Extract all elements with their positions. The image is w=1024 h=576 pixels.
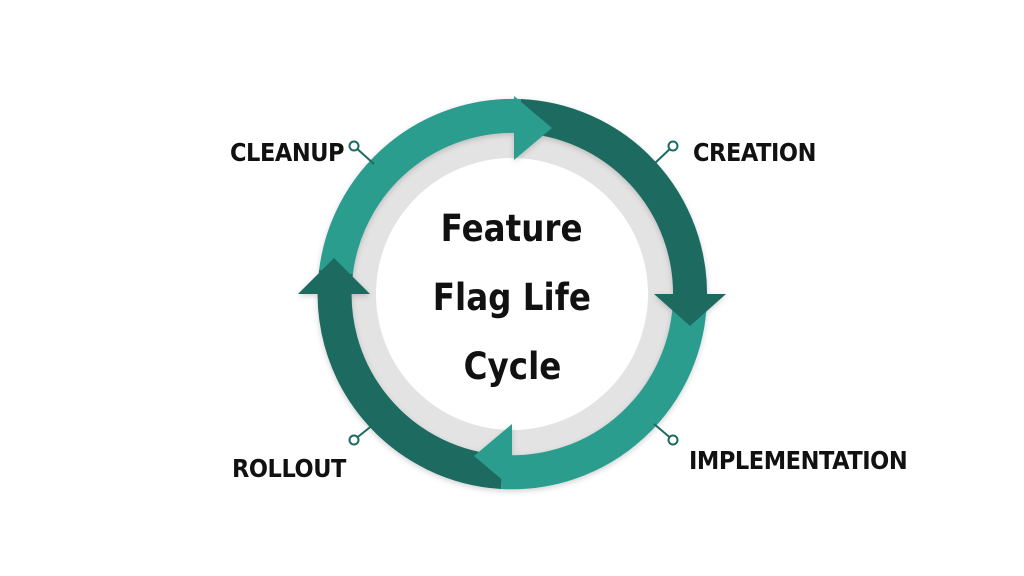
stage-label-implementation: IMPLEMENTATION <box>689 446 908 475</box>
arrowhead-bottom <box>474 424 512 488</box>
pin-cleanup <box>348 140 375 165</box>
stage-label-rollout: ROLLOUT <box>232 454 346 483</box>
center-title: Feature Flag Life Cycle <box>412 192 612 402</box>
arc-cleanup <box>319 98 521 275</box>
stage-label-creation: CREATION <box>693 138 816 167</box>
pin-rollout <box>348 423 375 446</box>
center-title-line-2: Flag Life <box>432 275 592 319</box>
arrowhead-right <box>654 294 726 326</box>
pin-implementation <box>653 423 679 446</box>
arrowhead-left <box>298 258 370 294</box>
center-disc <box>376 158 648 430</box>
center-title-line-3: Cycle <box>463 344 561 388</box>
center-title-line-1: Feature <box>441 206 583 250</box>
arc-creation <box>518 99 708 299</box>
arc-implementation <box>501 297 707 490</box>
arrowhead-top <box>514 96 552 160</box>
stage-label-cleanup: CLEANUP <box>230 138 345 167</box>
arc-rollout <box>317 269 504 489</box>
pin-creation <box>653 140 679 165</box>
